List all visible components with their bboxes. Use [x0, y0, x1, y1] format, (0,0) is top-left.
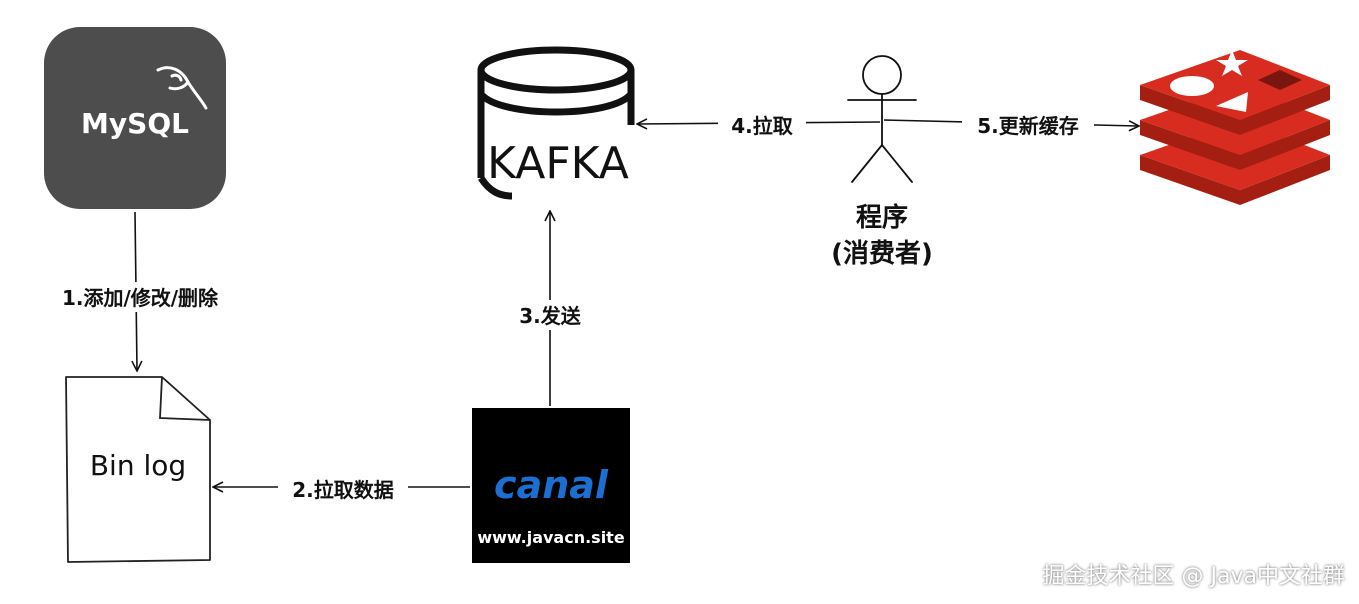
redis-logo-icon	[1140, 50, 1330, 205]
watermark: 掘金技术社区 @ Java中文社群	[1042, 564, 1345, 589]
edge-step2: 2.拉取数据	[214, 474, 470, 504]
binlog-node: Bin log	[65, 376, 211, 563]
edge-step3: 3.发送	[508, 212, 592, 406]
edge-step2-label: 2.拉取数据	[292, 478, 394, 502]
consumer-label-line1: 程序	[856, 202, 908, 233]
canal-site: www.javacn.site	[477, 528, 625, 547]
consumer-node: 程序 (消费者)	[831, 55, 933, 269]
edge-step5-label: 5.更新缓存	[977, 114, 1079, 138]
edge-step4-label: 4.拉取	[731, 114, 793, 138]
mysql-node: MySQL	[44, 27, 226, 209]
stick-figure-icon	[847, 55, 917, 183]
canal-logo-text: canal	[494, 463, 609, 507]
kafka-node: KAFKA	[477, 46, 635, 200]
dolphin-icon	[156, 66, 208, 110]
consumer-label-line2: (消费者)	[831, 239, 933, 269]
edge-step1-label: 1.添加/修改/删除	[62, 286, 219, 310]
canal-node: canal www.javacn.site	[472, 408, 630, 563]
edge-step5: 5.更新缓存	[883, 110, 1138, 140]
kafka-label: KAFKA	[487, 138, 629, 189]
edge-step1: 1.添加/修改/删除	[40, 211, 240, 370]
mysql-label: MySQL	[81, 107, 189, 140]
edge-step3-label: 3.发送	[519, 304, 582, 328]
edge-step4: 4.拉取	[638, 110, 881, 140]
binlog-label: Bin log	[90, 449, 186, 482]
